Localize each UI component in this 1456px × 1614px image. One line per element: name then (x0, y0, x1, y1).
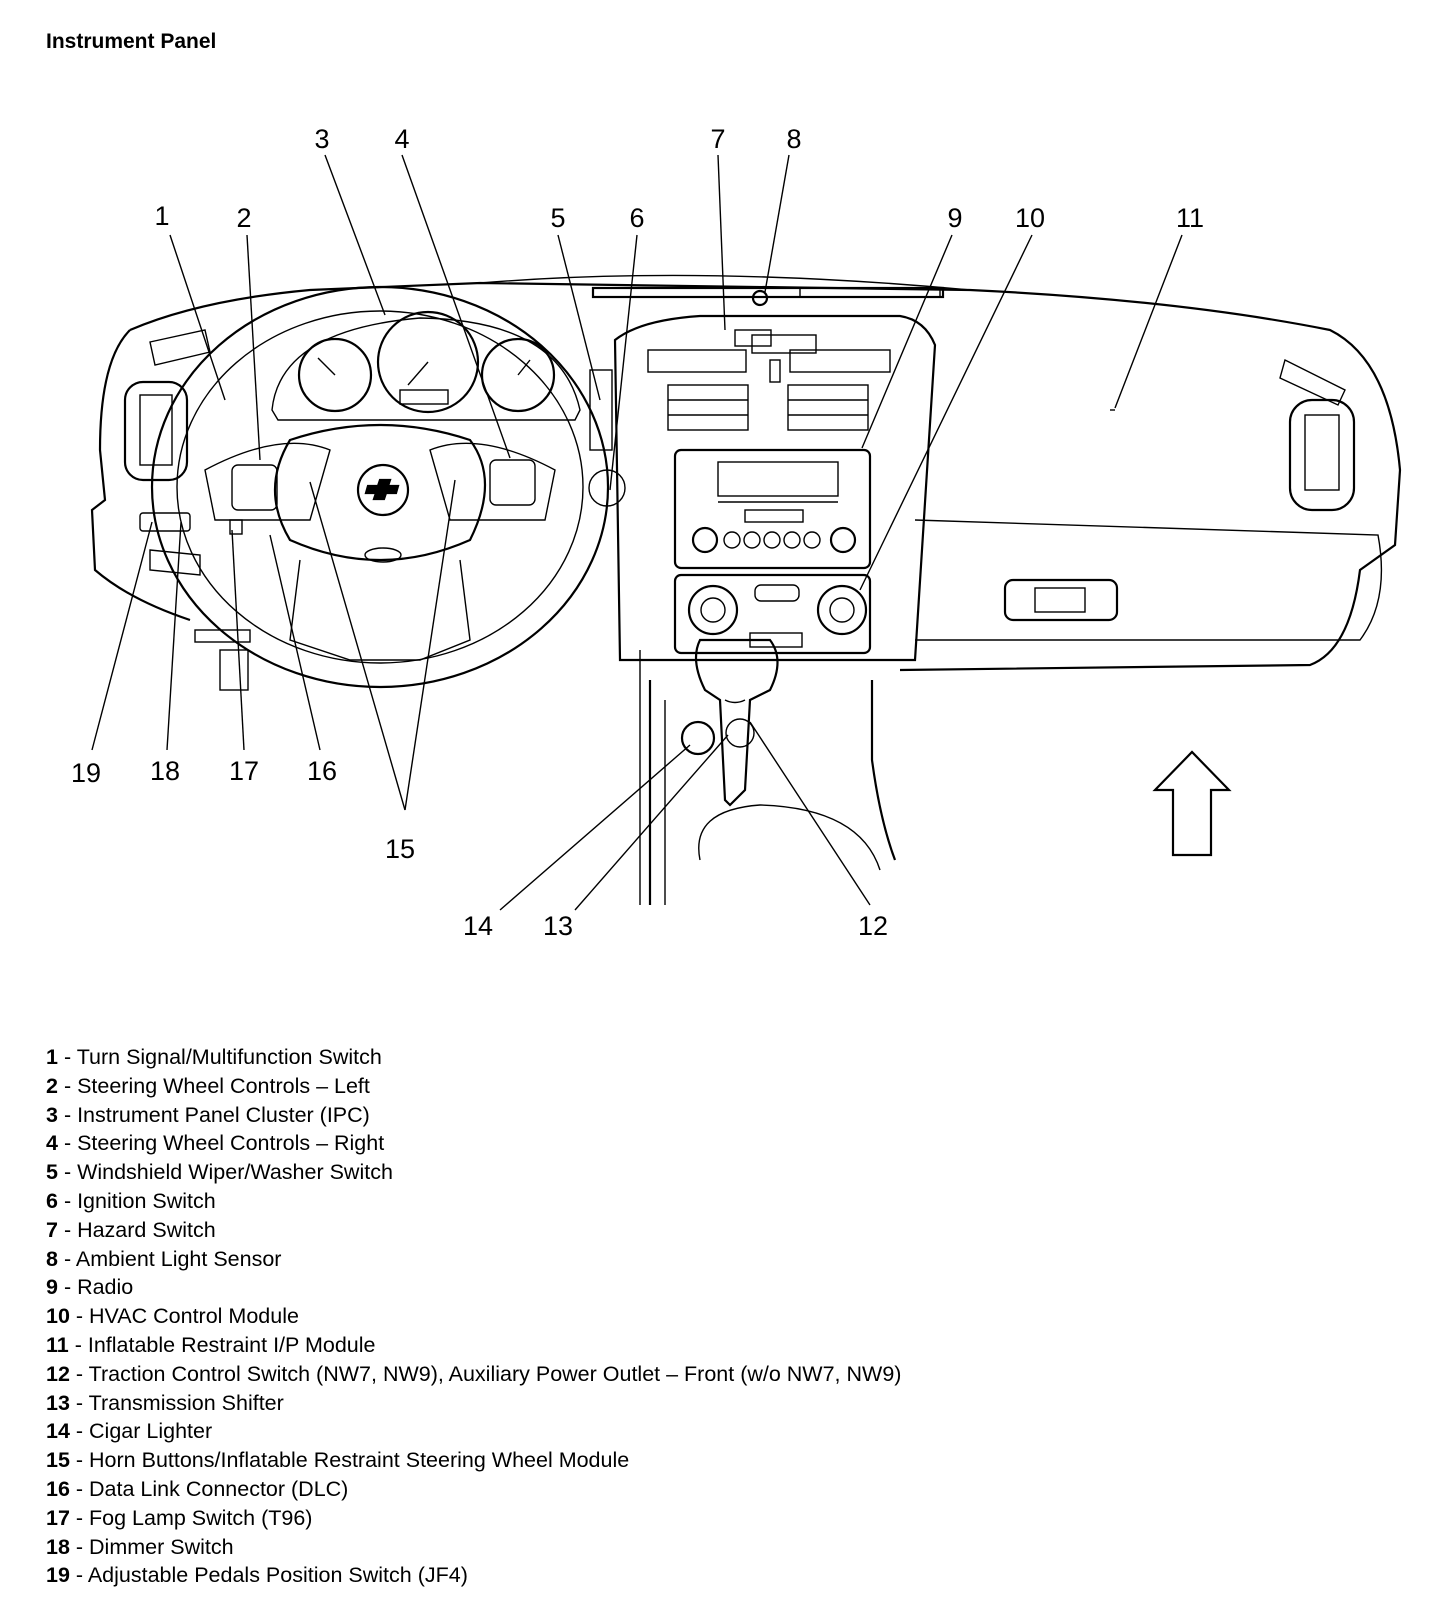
legend-item: 18 - Dimmer Switch (46, 1534, 234, 1559)
legend-item: 4 - Steering Wheel Controls – Right (46, 1131, 385, 1156)
legend-label: Adjustable Pedals Position Switch (JF4) (87, 1563, 468, 1588)
legend-number: 7 (46, 1217, 58, 1242)
callout-number-19: 19 (71, 758, 101, 788)
legend-label: Cigar Lighter (89, 1419, 213, 1444)
legend-item: 3 - Instrument Panel Cluster (IPC) (46, 1102, 370, 1127)
callout-number-5: 5 (550, 203, 565, 233)
callout-number-18: 18 (150, 756, 180, 786)
legend-label: Traction Control Switch (NW7, NW9), Auxi… (88, 1361, 902, 1386)
legend-item: 5 - Windshield Wiper/Washer Switch (46, 1160, 393, 1185)
legend-number: 11 (46, 1332, 69, 1357)
legend-label: Dimmer Switch (89, 1534, 234, 1559)
legend-number: 6 (46, 1188, 58, 1213)
legend-number: 4 (46, 1131, 58, 1156)
callout-number-13: 13 (543, 911, 573, 941)
legend-label: HVAC Control Module (89, 1304, 299, 1329)
legend-number: 3 (46, 1102, 58, 1127)
callout-number-7: 7 (710, 124, 725, 154)
legend-number: 16 (46, 1476, 70, 1501)
legend-label: Steering Wheel Controls – Left (77, 1073, 370, 1098)
legend-number: 8 (46, 1246, 58, 1271)
legend-item: 15 - Horn Buttons/Inflatable Restraint S… (46, 1448, 630, 1473)
legend-number: 2 (46, 1073, 58, 1098)
legend-label: Horn Buttons/Inflatable Restraint Steeri… (89, 1448, 630, 1473)
page-title: Instrument Panel (46, 30, 217, 53)
legend-number: 14 (46, 1419, 70, 1444)
callout-number-12: 12 (858, 911, 888, 941)
callout-number-3: 3 (314, 124, 329, 154)
legend-item: 2 - Steering Wheel Controls – Left (46, 1073, 370, 1098)
callout-number-15: 15 (385, 834, 415, 864)
legend-label: Instrument Panel Cluster (IPC) (77, 1102, 370, 1127)
legend-number: 17 (46, 1505, 70, 1530)
legend-item: 10 - HVAC Control Module (46, 1304, 299, 1329)
legend-item: 9 - Radio (46, 1275, 134, 1300)
legend-number: 19 (46, 1563, 70, 1588)
callout-number-4: 4 (394, 124, 409, 154)
legend-number: 15 (46, 1448, 70, 1473)
legend-item: 14 - Cigar Lighter (46, 1419, 213, 1444)
legend-item: 13 - Transmission Shifter (46, 1390, 284, 1415)
callout-number-10: 10 (1015, 203, 1045, 233)
callout-number-11: 11 (1176, 203, 1204, 233)
legend-item: 16 - Data Link Connector (DLC) (46, 1476, 349, 1501)
callout-number-8: 8 (786, 124, 801, 154)
legend-item: 12 - Traction Control Switch (NW7, NW9),… (46, 1361, 902, 1386)
legend-label: Windshield Wiper/Washer Switch (77, 1160, 393, 1185)
callout-number-9: 9 (947, 203, 962, 233)
legend-number: 13 (46, 1390, 70, 1415)
legend-number: 10 (46, 1304, 70, 1329)
legend-label: Ambient Light Sensor (75, 1246, 282, 1271)
legend-label: Turn Signal/Multifunction Switch (76, 1045, 382, 1069)
callout-numbers: 1 2 3 4 5 6 7 8 9 10 11 12 13 14 15 16 1… (71, 124, 1204, 941)
legend-label: Steering Wheel Controls – Right (77, 1131, 385, 1156)
legend-item: 7 - Hazard Switch (46, 1217, 216, 1242)
legend-item: 6 - Ignition Switch (46, 1188, 216, 1213)
legend-number: 1 (46, 1045, 58, 1069)
legend-number: 9 (46, 1275, 58, 1300)
callout-number-14: 14 (463, 911, 493, 941)
callout-number-16: 16 (307, 756, 337, 786)
instrument-panel-diagram: 1 2 3 4 5 6 7 8 9 10 11 12 13 14 15 16 1… (71, 124, 1402, 941)
legend-item: 17 - Fog Lamp Switch (T96) (46, 1505, 313, 1530)
legend-label: Data Link Connector (DLC) (89, 1476, 349, 1501)
legend-label: Fog Lamp Switch (T96) (89, 1505, 313, 1530)
legend-number: 18 (46, 1534, 70, 1559)
callout-number-1: 1 (154, 201, 169, 231)
callout-number-17: 17 (229, 756, 259, 786)
legend-item: 19 - Adjustable Pedals Position Switch (… (46, 1563, 468, 1588)
callout-number-6: 6 (629, 203, 644, 233)
legend-item: 1 - Turn Signal/Multifunction Switch (46, 1045, 382, 1069)
legend-label: Radio (77, 1275, 134, 1300)
leader-lines (91, 154, 1183, 911)
legend-list: 1 - Turn Signal/Multifunction Switch 2 -… (46, 1043, 901, 1590)
legend-number: 12 (46, 1361, 70, 1386)
dashboard-drawing (90, 274, 1402, 905)
legend-item: 11 - Inflatable Restraint I/P Module (46, 1332, 376, 1357)
legend-item: 8 - Ambient Light Sensor (46, 1246, 282, 1271)
legend-number: 5 (46, 1160, 58, 1185)
legend-label: Inflatable Restraint I/P Module (87, 1332, 376, 1357)
legend-label: Ignition Switch (77, 1188, 216, 1213)
legend-label: Hazard Switch (77, 1217, 216, 1242)
callout-number-2: 2 (236, 203, 251, 233)
legend-label: Transmission Shifter (88, 1390, 284, 1415)
